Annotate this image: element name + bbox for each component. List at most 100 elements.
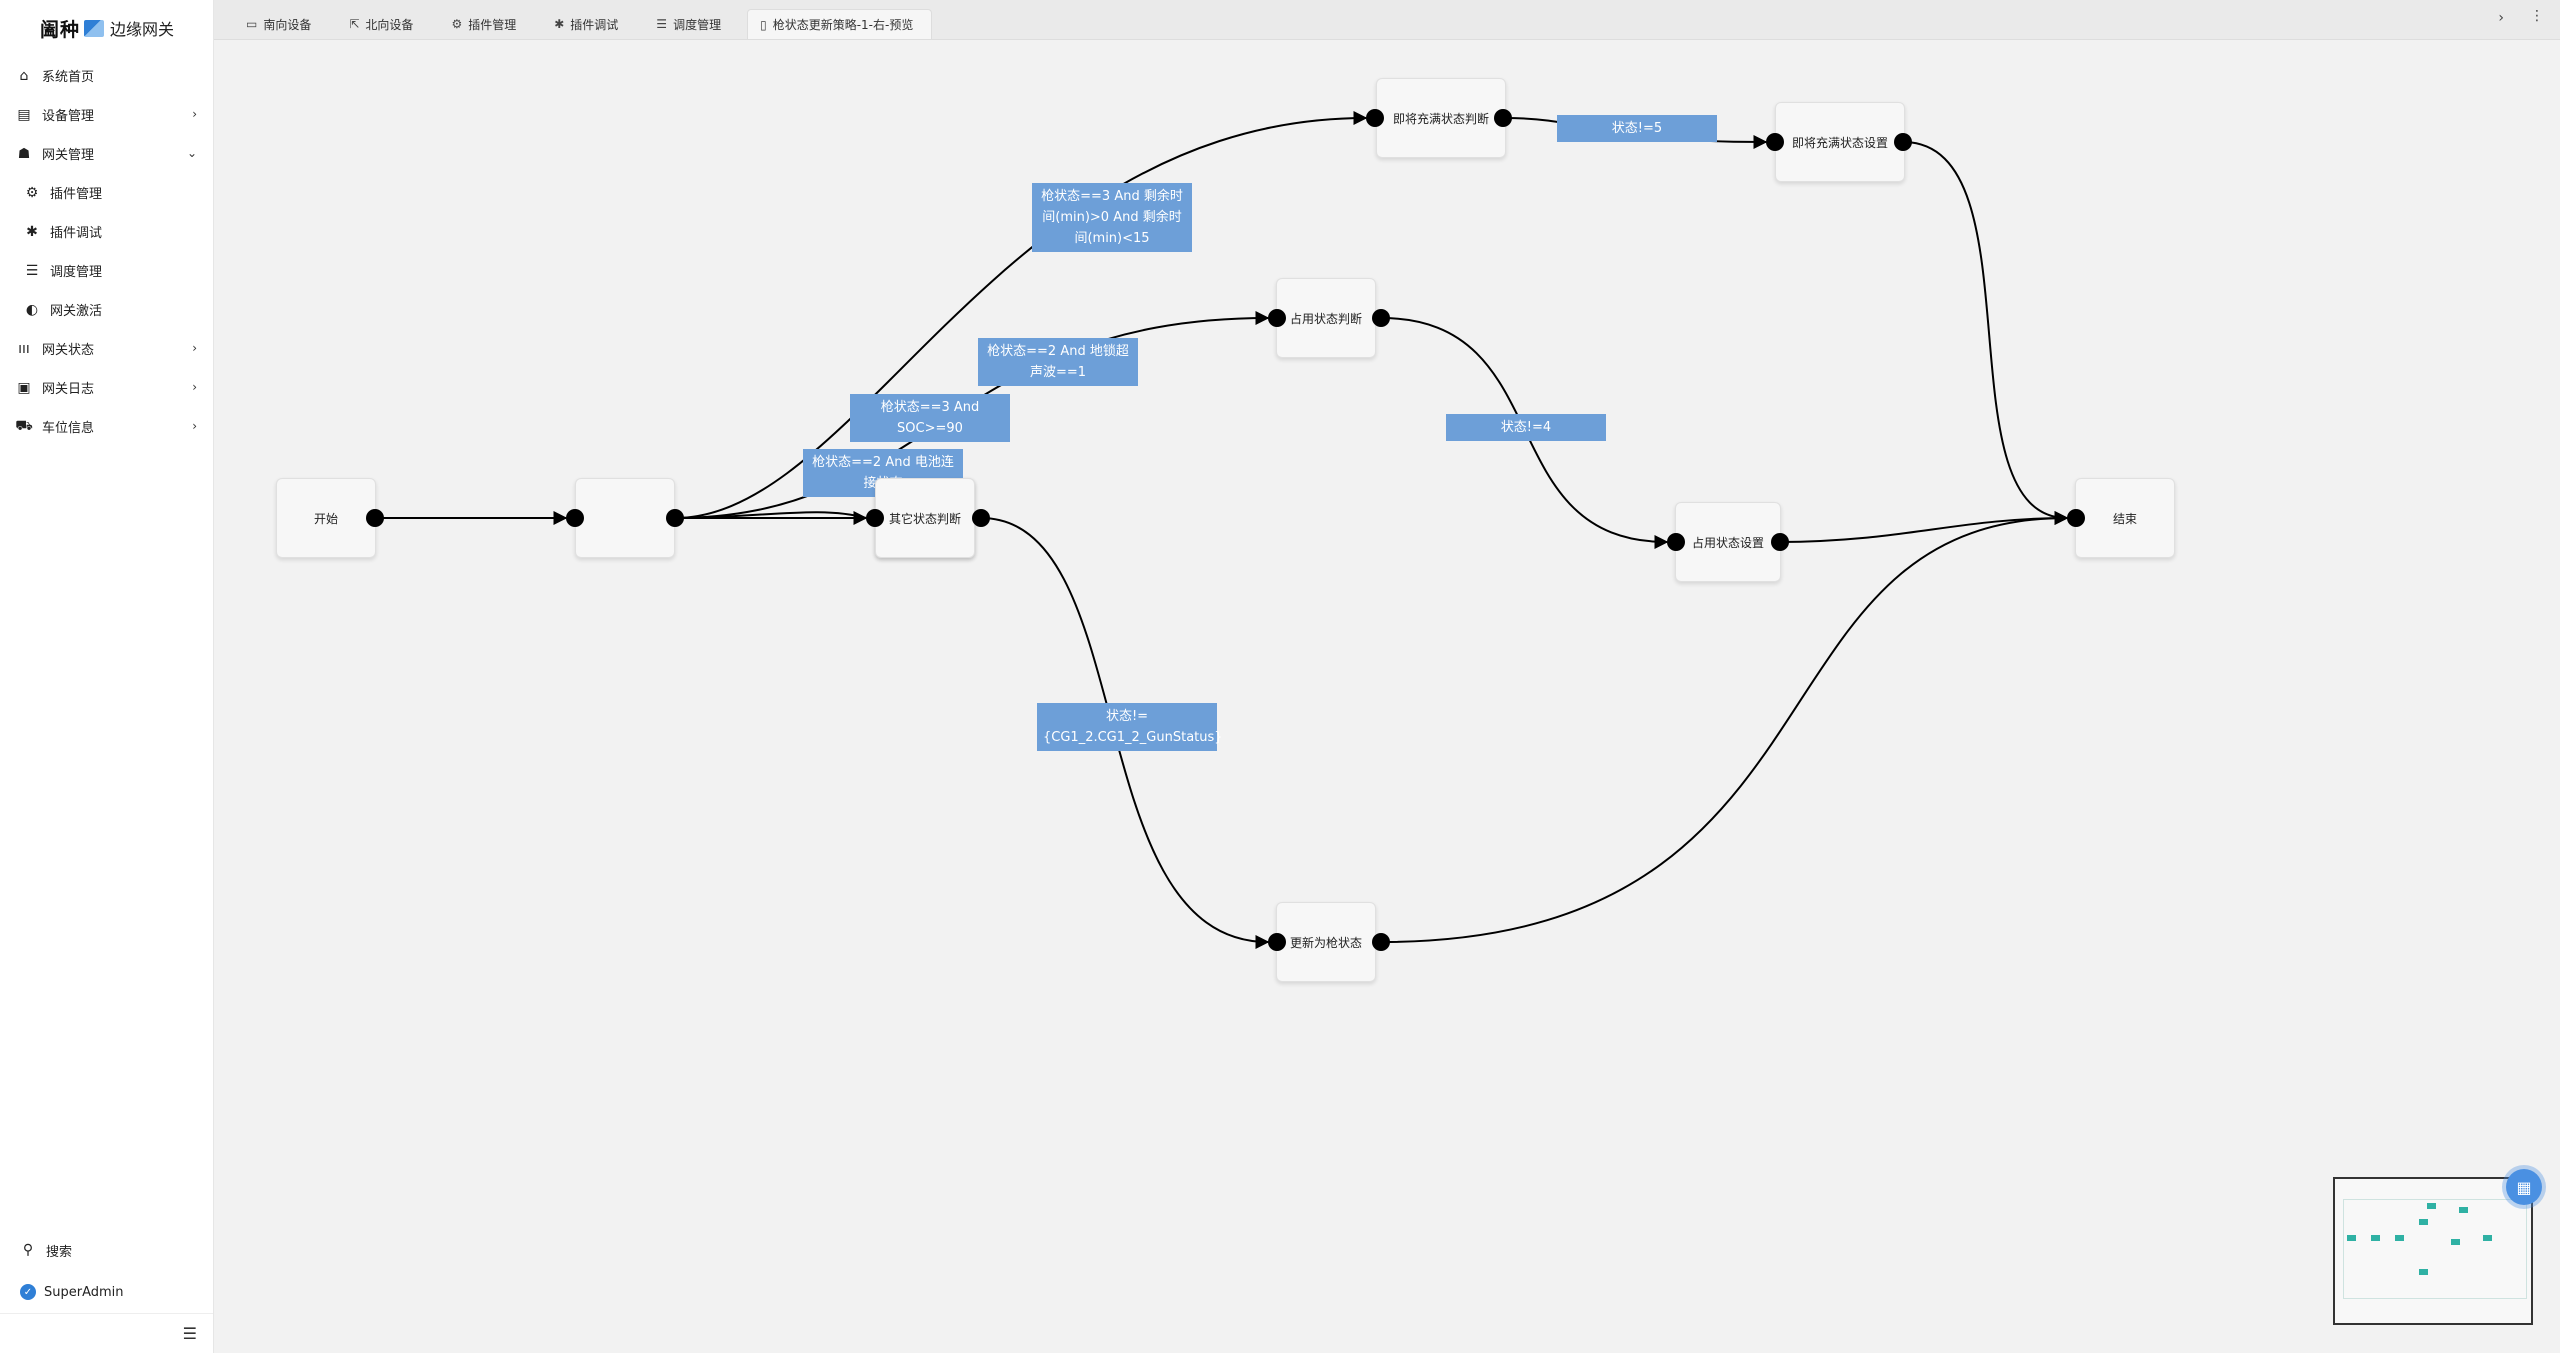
node-update-gun[interactable]: 更新为枪状态 — [1276, 902, 1376, 982]
connection-port[interactable] — [1372, 933, 1390, 951]
file-icon: ▯ — [760, 17, 767, 32]
sidebar-item-5[interactable]: ☰调度管理 — [0, 251, 213, 290]
node-blank[interactable] — [575, 478, 675, 558]
home-icon: ⌂ — [19, 67, 29, 84]
node-full-set[interactable]: 即将充满状态设置 — [1775, 102, 1905, 182]
minimap-node — [2483, 1235, 2492, 1241]
connection-port[interactable] — [1268, 933, 1286, 951]
signal-icon: ııı — [18, 340, 30, 357]
share-icon: ⇱ — [349, 17, 360, 31]
tab-4[interactable]: ☰调度管理 — [644, 9, 739, 39]
tab-list: ▭南向设备 ⇱ 北向设备 ⚙插件管理 ✱ 插件调试 ☰调度管理 ▯枪状态更新策略-1-右-预览 — [234, 0, 940, 39]
bug-icon: ✱ — [554, 17, 565, 31]
edge-label-ground-lock[interactable]: 枪状态==2 And 地锁超声波==1 — [978, 338, 1138, 386]
minimap-node — [2347, 1235, 2356, 1241]
book-icon: ▣ — [17, 379, 31, 396]
sidebar-item-9[interactable]: ⛟车位信息› — [0, 407, 213, 446]
brand-name: 边缘网关 — [110, 20, 175, 39]
edge-label-soc[interactable]: 枪状态==3 And SOC>=90 — [850, 394, 1010, 442]
minimap-node — [2371, 1235, 2380, 1241]
chevron-right-icon: › — [192, 341, 197, 355]
sidebar-item-label: 插件管理 — [50, 187, 103, 202]
node-start[interactable]: 开始 — [276, 478, 376, 558]
tab-label: 北向设备 — [365, 17, 414, 32]
tab-3[interactable]: ✱ 插件调试 — [542, 9, 636, 39]
node-full-judge[interactable]: 即将充满状态判断 — [1376, 78, 1506, 158]
sidebar-item-6[interactable]: ◐网关激活 — [0, 290, 213, 329]
connection-port[interactable] — [1667, 533, 1685, 551]
connection-port[interactable] — [866, 509, 884, 527]
collapse-row: ☰ — [0, 1313, 213, 1353]
tab-5[interactable]: ▯枪状态更新策略-1-右-预览 — [747, 9, 933, 39]
connection-port[interactable] — [366, 509, 384, 527]
tab-2[interactable]: ⚙插件管理 — [439, 9, 534, 39]
minimap-viewport[interactable] — [2343, 1199, 2527, 1299]
connection-port[interactable] — [1771, 533, 1789, 551]
sidebar-item-label: 设备管理 — [42, 109, 95, 124]
chevron-right-icon: › — [192, 107, 197, 121]
connection-port[interactable] — [972, 509, 990, 527]
sidebar-item-2[interactable]: ☗ 网关管理 ⌄ — [0, 134, 213, 173]
minimap-node — [2419, 1269, 2428, 1275]
connection-port[interactable] — [666, 509, 684, 527]
minimap[interactable] — [2333, 1177, 2533, 1325]
sidebar-item-0[interactable]: ⌂系统首页 — [0, 56, 213, 95]
sidebar-item-label: 网关管理 — [42, 148, 95, 163]
brand-logo: 阖种 — [40, 18, 81, 41]
chevron-right-icon[interactable]: › — [2498, 10, 2504, 26]
edge-label-status-ne-5[interactable]: 状态!=5 — [1557, 115, 1717, 142]
connection-port[interactable] — [1766, 133, 1784, 151]
node-end[interactable]: 结束 — [2075, 478, 2175, 558]
user-name: SuperAdmin — [44, 1284, 124, 1300]
sidebar-item-label: 插件调试 — [50, 226, 103, 241]
tab-0[interactable]: ▭南向设备 — [234, 9, 329, 39]
edge-occupy-set-end — [1779, 511, 2069, 543]
bug-icon: ✱ — [26, 223, 38, 240]
connection-port[interactable] — [1366, 109, 1384, 127]
monitor-icon: ▭ — [246, 17, 258, 31]
server-icon: ▤ — [17, 106, 31, 123]
tab-1[interactable]: ⇱ 北向设备 — [337, 9, 431, 39]
sidebar-item-8[interactable]: ▣ 网关日志 › — [0, 368, 213, 407]
sidebar-item-label: 网关日志 — [42, 382, 95, 397]
edge-label-status-ne-4[interactable]: 状态!=4 — [1446, 414, 1606, 441]
minimap-node — [2427, 1203, 2436, 1209]
more-vertical-icon[interactable]: ⋮ — [2530, 8, 2544, 24]
menu-collapse-icon[interactable]: ☰ — [182, 1324, 197, 1343]
node-occupy-judge[interactable]: 占用状态判断 — [1276, 278, 1376, 358]
connection-port[interactable] — [1372, 309, 1390, 327]
verified-icon: ✓ — [20, 1284, 36, 1300]
minimap-node — [2451, 1239, 2460, 1245]
sidebar-item-label: 网关激活 — [50, 304, 103, 319]
tab-label: 插件管理 — [468, 17, 517, 32]
tab-label: 插件调试 — [570, 17, 619, 32]
connection-port[interactable] — [1894, 133, 1912, 151]
chevron-right-icon: › — [192, 380, 197, 394]
connection-port[interactable] — [1494, 109, 1512, 127]
chevron-right-icon: › — [192, 419, 197, 433]
connection-port[interactable] — [566, 509, 584, 527]
edge-blank-full-judge — [674, 111, 1368, 519]
search-icon: ⚲ — [22, 1242, 34, 1258]
chevron-down-icon: ⌄ — [186, 146, 197, 160]
car-icon: ⛟ — [15, 417, 33, 434]
layout-fab-button[interactable]: ▦ — [2506, 1169, 2542, 1205]
sidebar-item-4[interactable]: ✱ 插件调试 — [0, 212, 213, 251]
connection-port[interactable] — [1268, 309, 1286, 327]
node-occupy-set[interactable]: 占用状态设置 — [1675, 502, 1781, 582]
edge-label-gun-status[interactable]: 状态!={CG1_2.CG1_2_GunStatus} — [1037, 703, 1223, 751]
node-other-judge-overlay[interactable]: 其它状态判断 — [875, 478, 975, 558]
grid-icon: ▦ — [2516, 1177, 2532, 1197]
sidebar-item-1[interactable]: ▤ 设备管理 › — [0, 95, 213, 134]
router-icon: ☗ — [17, 145, 31, 162]
user-menu[interactable]: ✓ SuperAdmin — [0, 1271, 213, 1313]
sidebar-item-label: 调度管理 — [50, 265, 103, 280]
search-button[interactable]: ⚲ 搜索 — [0, 1229, 213, 1271]
sidebar-item-3[interactable]: ⚙插件管理 — [0, 173, 213, 212]
connection-port[interactable] — [2067, 509, 2085, 527]
edge-label-remaining-time[interactable]: 枪状态==3 And 剩余时间(min)>0 And 剩余时间(min)<15 — [1032, 183, 1192, 252]
sidebar-bottom: ⚲ 搜索 ✓ SuperAdmin ☰ — [0, 1229, 213, 1353]
brand[interactable]: 阖种 边缘网关 — [0, 0, 213, 56]
